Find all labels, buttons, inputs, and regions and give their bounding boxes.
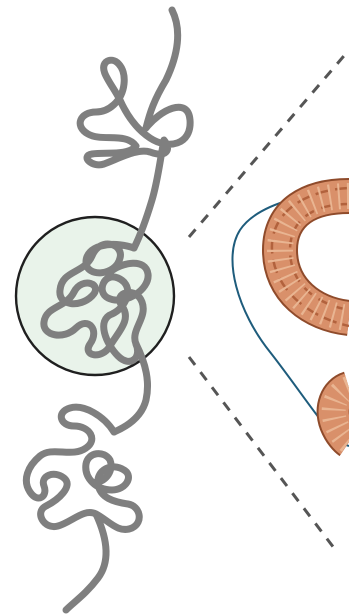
dna-helix-fiber xyxy=(272,188,349,442)
helix-fill-lower xyxy=(334,388,349,442)
strand-segment-bottom xyxy=(66,514,106,610)
zoom-guide-lower xyxy=(189,357,334,548)
